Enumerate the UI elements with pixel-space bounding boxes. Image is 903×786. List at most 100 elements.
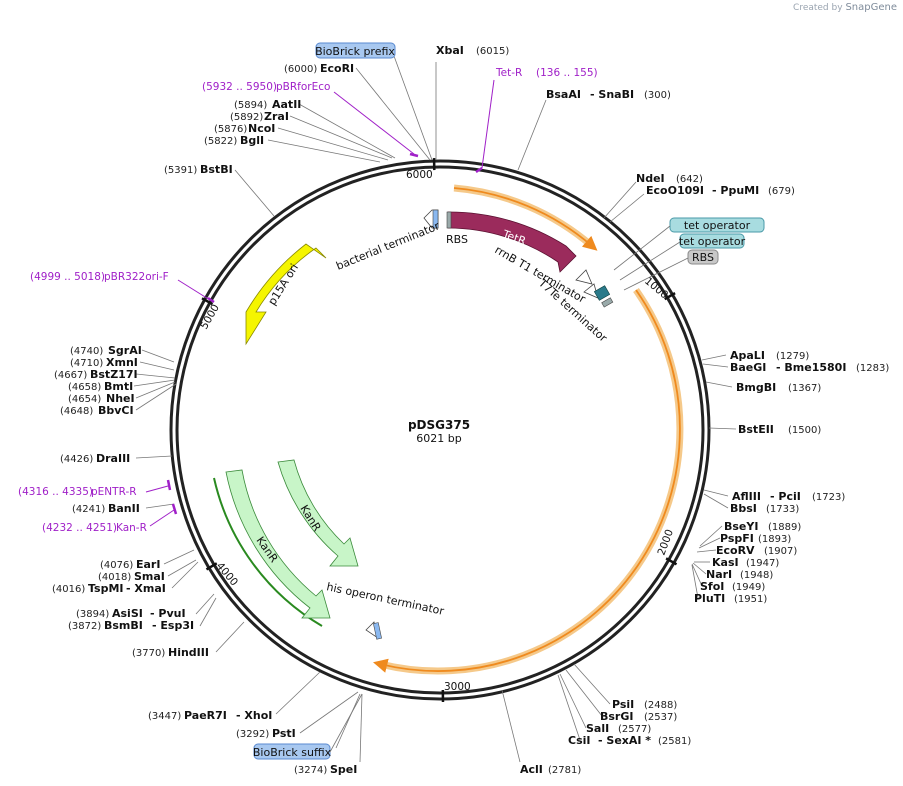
site-bmgbi: BmgBI xyxy=(736,381,776,394)
site-kasi: KasI xyxy=(712,556,739,569)
site-xmni: XmnI xyxy=(106,356,138,369)
orange-arc-right xyxy=(373,289,681,673)
site-bbvci: BbvCI xyxy=(98,404,134,417)
rrnb-label: rrnB T1 terminator xyxy=(493,243,589,306)
backbone-outer xyxy=(169,159,711,701)
right-terminator-marks xyxy=(575,269,614,308)
primer-kanr-range: (4232 .. 4251) xyxy=(42,522,117,534)
svg-text:(4710): (4710) xyxy=(70,358,103,369)
svg-text:(3274): (3274) xyxy=(294,765,327,776)
svg-text:(4018): (4018) xyxy=(98,572,131,583)
site-bsaai: BsaAI xyxy=(546,88,581,101)
tick-mark-2000 xyxy=(665,557,678,566)
site-ecori: EcoRI xyxy=(320,62,354,75)
svg-text:(4654): (4654) xyxy=(68,394,101,405)
site-ecoo109i: EcoO109I xyxy=(646,184,704,197)
site-tspmi: TspMI xyxy=(88,582,124,595)
svg-text:tet operator: tet operator xyxy=(684,219,751,232)
svg-text:(5892): (5892) xyxy=(230,112,263,123)
kanr-outer-line xyxy=(213,477,323,627)
svg-text:(1893): (1893) xyxy=(758,534,791,545)
bacterial-terminator-mark xyxy=(423,209,439,229)
site-bbsi: BbsI xyxy=(730,502,757,515)
primer-pbrforeco: pBRforEco xyxy=(276,81,330,93)
site-pluti: PluTI xyxy=(694,592,725,605)
site-ppumi: - PpuMI xyxy=(712,184,759,197)
svg-text:(642): (642) xyxy=(676,174,703,185)
site-bstbi: BstBI xyxy=(200,163,233,176)
site-nari: NarI xyxy=(706,568,732,581)
primer-pbrforeco-range: (5932 .. 5950) xyxy=(202,81,277,93)
credit-prefix: Created by xyxy=(793,3,843,13)
site-acli: AclI xyxy=(520,763,543,776)
svg-text:(4426): (4426) xyxy=(60,454,93,465)
site-bsrgi: BsrGI xyxy=(600,710,633,723)
svg-text:(2537): (2537) xyxy=(644,712,677,723)
svg-text:(5894): (5894) xyxy=(234,100,267,111)
site-bsmbi: BsmBI xyxy=(104,619,143,632)
site-bgli: BglI xyxy=(240,134,264,147)
site-paer7i: PaeR7I xyxy=(184,709,227,722)
tick-mark-5000 xyxy=(201,297,214,306)
site-pcii: - PciI xyxy=(770,490,801,503)
site-pspfi: PspFI xyxy=(720,532,754,545)
snapgene-credit: Created by SnapGene xyxy=(793,2,897,13)
primer-tetr-range: (136 .. 155) xyxy=(536,67,598,79)
rbs-mark xyxy=(446,211,452,229)
svg-text:(4658): (4658) xyxy=(68,382,101,393)
primer-tetr: Tet-R xyxy=(495,67,522,79)
site-esp3i: - Esp3I xyxy=(152,619,194,632)
svg-text:(1723): (1723) xyxy=(812,492,845,503)
svg-text:(5822): (5822) xyxy=(204,136,237,147)
site-sfoi: SfoI xyxy=(700,580,724,593)
svg-text:BioBrick suffix: BioBrick suffix xyxy=(253,746,332,759)
site-csii: CsiI xyxy=(568,734,590,747)
site-xbai: XbaI xyxy=(436,44,464,57)
leader-lines xyxy=(133,55,737,763)
tick-label-3000: 3000 xyxy=(444,681,471,693)
site-nhei: NheI xyxy=(106,392,135,405)
kanr-outer-arrow xyxy=(225,469,331,619)
svg-text:(2581): (2581) xyxy=(658,736,691,747)
tetr-arrow xyxy=(447,211,577,273)
svg-text:(1500): (1500) xyxy=(788,425,821,436)
site-sgrai: SgrAI xyxy=(108,344,142,357)
svg-text:(3292): (3292) xyxy=(236,729,269,740)
box-rbs: RBS xyxy=(687,249,719,265)
site-afliii: AflIII xyxy=(732,490,761,503)
primer-pentr: pENTR-R xyxy=(91,486,137,498)
site-xhoi: - XhoI xyxy=(236,709,272,722)
svg-text:(4667): (4667) xyxy=(54,370,87,381)
primer-pbr322ori-range: (4999 .. 5018) xyxy=(30,271,105,283)
site-zrai: ZraI xyxy=(264,110,289,123)
site-labels: XbaI (6015) (6000) EcoRI (5932 .. 5950) … xyxy=(18,44,889,776)
his-operon-label: his operon terminator xyxy=(325,580,445,618)
box-leaders xyxy=(329,225,689,753)
backbone-inner xyxy=(175,165,705,695)
svg-text:(5876): (5876) xyxy=(214,124,247,135)
site-xbai-pos: (6015) xyxy=(476,46,509,57)
p15a-arrow xyxy=(245,243,327,346)
site-ecori-pos: (6000) xyxy=(284,64,317,75)
site-baegi: BaeGI xyxy=(730,361,766,374)
site-psti: PstI xyxy=(272,727,296,740)
primer-pbr322ori: pBR322ori-F xyxy=(104,271,169,283)
site-smai: SmaI xyxy=(134,570,165,583)
plasmid-size: 6021 bp xyxy=(416,432,461,445)
site-bseyi: BseYI xyxy=(724,520,758,533)
site-ndei: NdeI xyxy=(636,172,665,185)
svg-text:(4076): (4076) xyxy=(100,560,133,571)
svg-text:(1367): (1367) xyxy=(788,383,821,394)
svg-text:(3770): (3770) xyxy=(132,648,165,659)
svg-text:(1949): (1949) xyxy=(732,582,765,593)
svg-text:(1889): (1889) xyxy=(768,522,801,533)
primer-pentr-range: (4316 .. 4335) xyxy=(18,486,93,498)
site-ncoi: NcoI xyxy=(248,122,275,135)
site-spei: SpeI xyxy=(330,763,357,776)
kanr-inner-arrow xyxy=(277,459,359,567)
site-banii: BanII xyxy=(108,502,140,515)
site-bstz17i: BstZ17I xyxy=(90,368,138,381)
svg-text:RBS: RBS xyxy=(692,251,714,264)
site-bme1580i: - Bme1580I xyxy=(776,361,846,374)
